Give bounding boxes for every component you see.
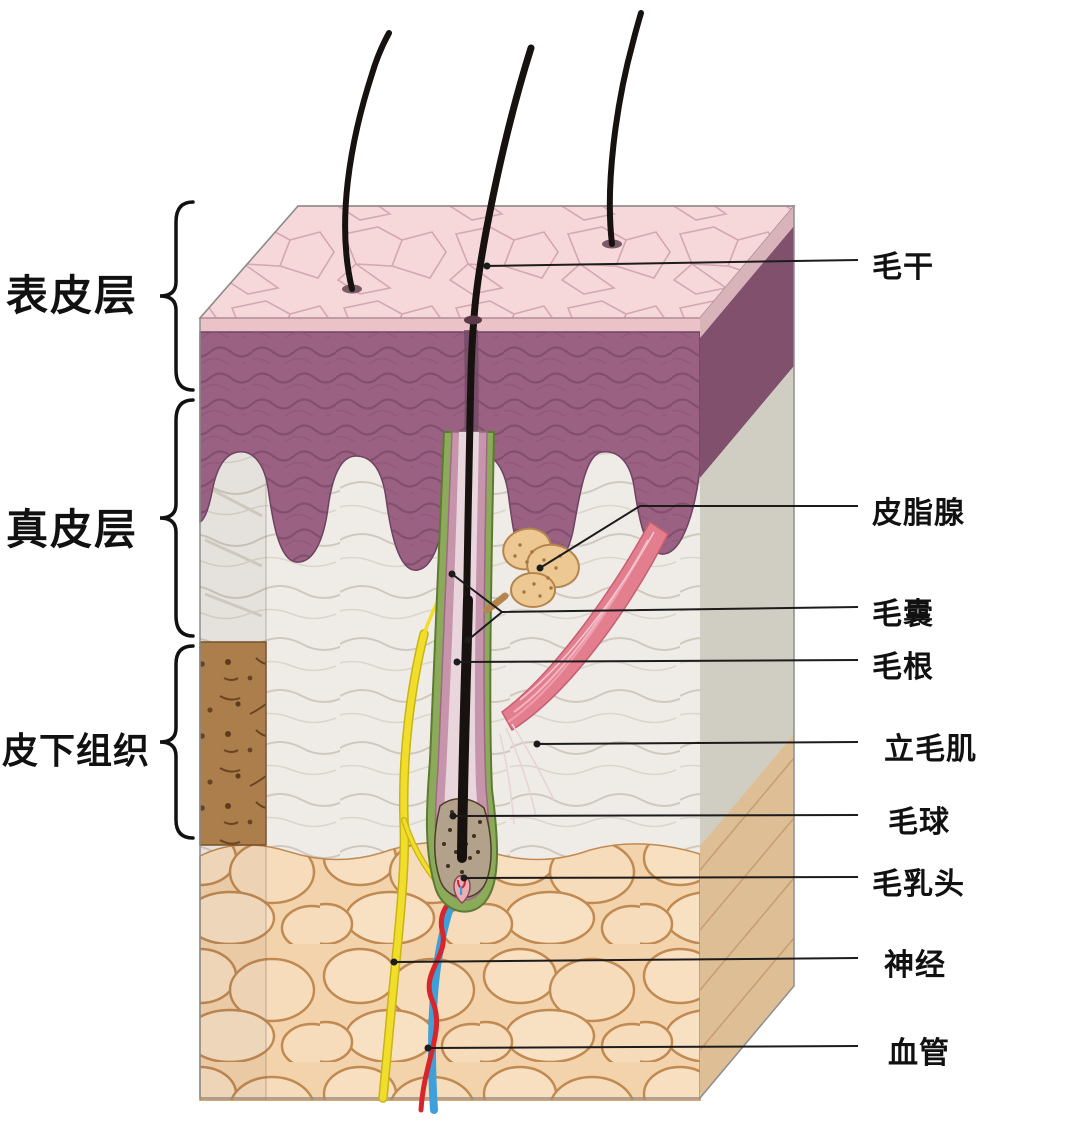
sebaceous-gland [483,527,580,614]
brace-dermis [159,398,195,638]
label-arrector-pili: 立毛肌 [884,733,977,766]
hair-shaft [457,44,535,863]
label-subcutaneous: 皮下组织 [2,730,151,771]
label-dermis: 真皮层 [6,506,139,553]
layer-braces [159,200,195,840]
label-sebaceous-gland: 皮脂腺 [872,497,965,530]
artery [418,890,460,1113]
label-hair-root: 毛根 [872,651,934,684]
hair-pore [464,315,482,325]
label-hair-bulb: 毛球 [888,806,950,839]
hairs [342,10,644,325]
leader-dots [390,262,544,1052]
label-epidermis: 表皮层 [6,272,139,319]
skin-block [198,205,796,1101]
block-outline [199,205,795,1099]
label-blood-vessel: 血管 [888,1037,950,1070]
label-hair-follicle: 毛囊 [872,598,934,631]
label-hair-shaft: 毛干 [872,251,934,284]
arrector-pili-muscle [499,520,669,825]
leader-lines [393,259,859,1049]
block-right-face [699,206,795,1098]
label-hair-papilla: 毛乳头 [872,868,965,901]
brace-subcutaneous [159,644,195,840]
brace-epidermis [159,200,195,392]
label-nerve: 神经 [884,949,946,982]
